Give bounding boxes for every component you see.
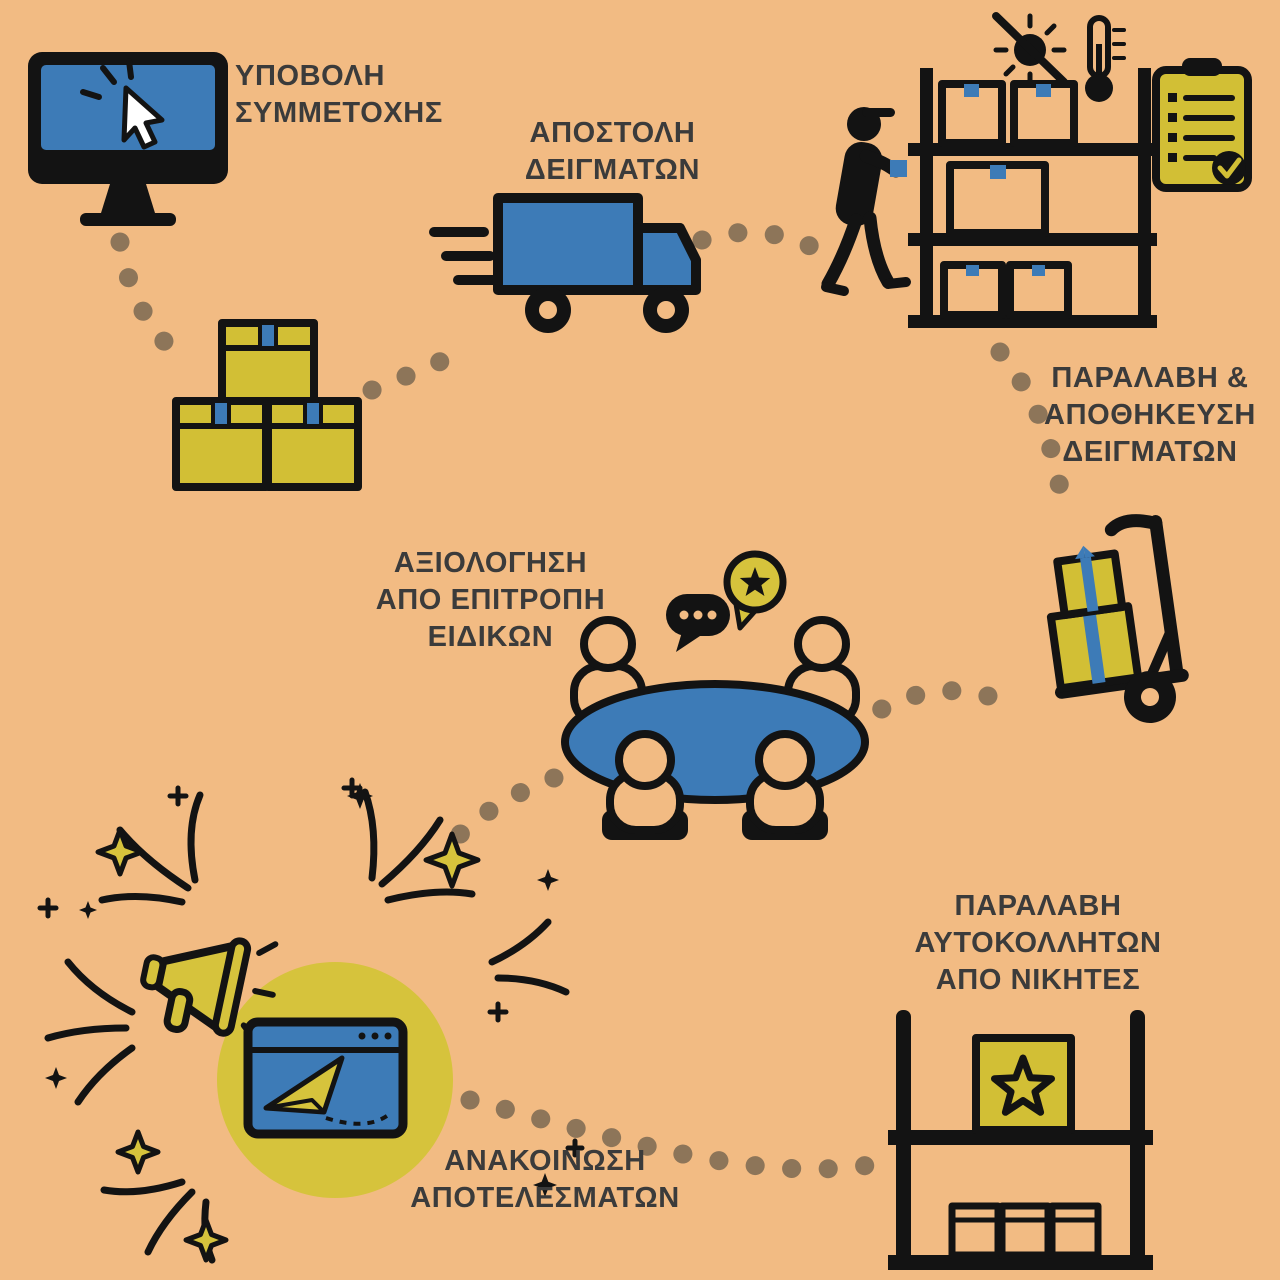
plus-sparkles (37, 777, 585, 1158)
thermometer-icon (1078, 14, 1128, 109)
connector-announce-to-winners (460, 1090, 896, 1179)
click-burst-lines (80, 58, 134, 100)
no-direct-sunlight-icon (988, 10, 1072, 92)
browser-window-icon (243, 1017, 408, 1139)
connector-truck-to-warehouse (692, 222, 820, 256)
star-icon (991, 1054, 1055, 1116)
speech-bubble-dots-icon (666, 594, 730, 652)
step-label-shipping: ΑΠΟΣΤΟΛΗ ΔΕΙΓΜΑΤΩΝ (524, 117, 701, 187)
worker-person (821, 107, 911, 296)
storage-shelf (908, 68, 1157, 328)
small-blue-box (890, 160, 907, 177)
connector-boxes-to-truck (362, 338, 480, 400)
step-label-evaluation: ΑΞΙΟΛΟΓΗΣΗ ΑΠΟ ΕΠΙΤΡΟΠΗ ΕΙΔΙΚΩΝ (375, 547, 606, 654)
small-boxes-row (948, 1202, 1102, 1259)
committee-member (742, 730, 828, 840)
sample-boxes-icon (172, 318, 362, 492)
sticker-box (972, 1034, 1075, 1134)
yellow-star-sparkles (95, 827, 481, 1263)
committee-member (602, 730, 688, 840)
megaphone-celebration-browser-icon (20, 760, 670, 1270)
megaphone-icon (140, 937, 279, 1044)
step-label-announcement: ΑΝΑΚΟΙΝΩΣΗ ΑΠΟΤΕΛΕΣΜΑΤΩΝ (410, 1145, 680, 1215)
speech-bubble-star-icon (723, 550, 787, 631)
speed-lines (429, 227, 501, 285)
winner-star-box-shelf-icon (888, 1008, 1153, 1273)
firework-burst-lines (44, 788, 570, 1264)
connector-warehouse-to-dolly (990, 342, 1073, 524)
connector-committee-to-announce (442, 768, 564, 852)
checklist-clipboard-icon (1152, 58, 1252, 193)
paper-plane-icon (263, 1055, 345, 1115)
connector-dolly-to-committee (870, 681, 998, 720)
warehouse-shelf-worker-icon (812, 68, 1157, 333)
delivery-truck-icon (428, 190, 713, 340)
computer-monitor-click-icon (28, 52, 228, 230)
connector-monitor-to-boxes (110, 232, 184, 362)
hand-truck-boxes-icon (985, 512, 1210, 727)
cursor-icon (121, 85, 165, 150)
step-label-storage: ΠΑΡΑΛΑΒΗ & ΑΠΟΘΗΚΕΥΣΗ ΔΕΙΓΜΑΤΩΝ (1044, 362, 1256, 469)
committee-round-table-icon (560, 550, 870, 844)
black-star-sparkles (45, 783, 559, 1197)
step-label-submission: ΥΠΟΒΟΛΗ ΣΥΜΜΕΤΟΧΗΣ (235, 60, 443, 130)
step-label-winners: ΠΑΡΑΛΑΒΗ ΑΥΤΟΚΟΛΛΗΤΩΝ ΑΠΟ ΝΙΚΗΤΕΣ (914, 890, 1162, 997)
